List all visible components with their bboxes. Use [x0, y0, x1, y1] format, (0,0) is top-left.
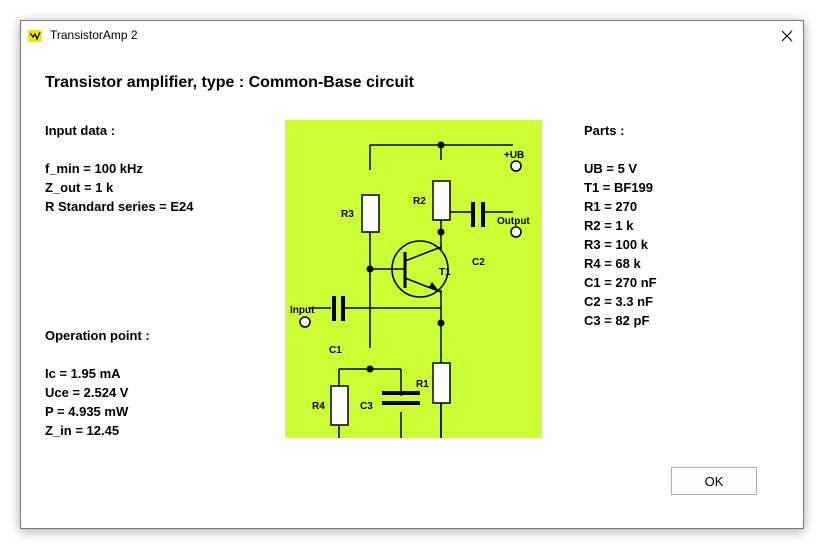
input-data-line: Z_out = 1 k: [45, 180, 114, 195]
capacitor-c3-icon: [382, 391, 420, 395]
label-c3: C3: [360, 401, 373, 412]
operation-point-line: Ic = 1.95 mA: [45, 366, 121, 381]
label-c1: C1: [329, 345, 342, 356]
parts-section: Parts : UB = 5 V T1 = BF199 R1 = 270 R2 …: [584, 121, 657, 330]
parts-header: Parts :: [584, 123, 625, 138]
resistor-r2-icon: [432, 180, 451, 221]
page-title: Transistor amplifier, type : Common-Base…: [45, 74, 414, 92]
close-icon: [781, 30, 793, 42]
label-r2: R2: [413, 196, 426, 207]
ub-terminal: [510, 160, 522, 172]
parts-line: C1 = 270 nF: [584, 275, 657, 290]
resistor-r1-icon: [432, 362, 451, 404]
label-t1: T1: [439, 267, 451, 278]
resistor-r4-icon: [330, 385, 349, 426]
close-button[interactable]: [771, 21, 803, 51]
label-c2: C2: [472, 257, 485, 268]
circuit-schematic: +UB Output Input R3 R2 R1 R4 C1 C2 C3 T1: [285, 120, 542, 438]
label-r3: R3: [341, 209, 354, 220]
operation-point-line: Uce = 2.524 V: [45, 385, 129, 400]
main-window: TransistorAmp 2 Transistor amplifier, ty…: [20, 20, 804, 529]
parts-line: C3 = 82 pF: [584, 313, 650, 328]
label-ub: +UB: [504, 150, 524, 161]
parts-line: R1 = 270: [584, 199, 638, 214]
operation-point-line: Z_in = 12.45: [45, 423, 120, 438]
parts-line: C2 = 3.3 nF: [584, 294, 653, 309]
ok-button[interactable]: OK: [671, 467, 757, 495]
app-logo-icon: [28, 30, 42, 42]
amplifier-type: Common-Base circuit: [248, 74, 414, 91]
parts-line: R2 = 1 k: [584, 218, 634, 233]
parts-line: R3 = 100 k: [584, 237, 648, 252]
capacitor-c1-icon: [332, 296, 336, 321]
input-data-section: Input data : f_min = 100 kHz Z_out = 1 k…: [45, 121, 194, 216]
parts-line: T1 = BF199: [584, 180, 654, 195]
operation-point-header: Operation point :: [45, 328, 150, 343]
window-title: TransistorAmp 2: [50, 28, 138, 42]
input-data-line: f_min = 100 kHz: [45, 161, 143, 176]
operation-point-line: P = 4.935 mW: [45, 404, 129, 419]
label-output: Output: [497, 216, 530, 227]
label-r1: R1: [416, 379, 429, 390]
resistor-r3-icon: [361, 194, 380, 233]
output-terminal: [510, 226, 522, 238]
title-prefix: Transistor amplifier, type :: [45, 74, 249, 91]
input-data-header: Input data :: [45, 123, 116, 138]
schematic-background: [285, 120, 542, 438]
parts-line: R4 = 68 k: [584, 256, 641, 271]
input-terminal: [299, 316, 311, 328]
operation-point-section: Operation point : Ic = 1.95 mA Uce = 2.5…: [45, 326, 150, 440]
label-input: Input: [290, 305, 315, 316]
parts-line: UB = 5 V: [584, 161, 638, 176]
title-bar[interactable]: TransistorAmp 2: [21, 21, 803, 51]
input-data-line: R Standard series = E24: [45, 199, 194, 214]
transistor-t1-icon: [391, 240, 449, 298]
capacitor-c2-icon: [471, 202, 475, 227]
label-r4: R4: [312, 401, 325, 412]
